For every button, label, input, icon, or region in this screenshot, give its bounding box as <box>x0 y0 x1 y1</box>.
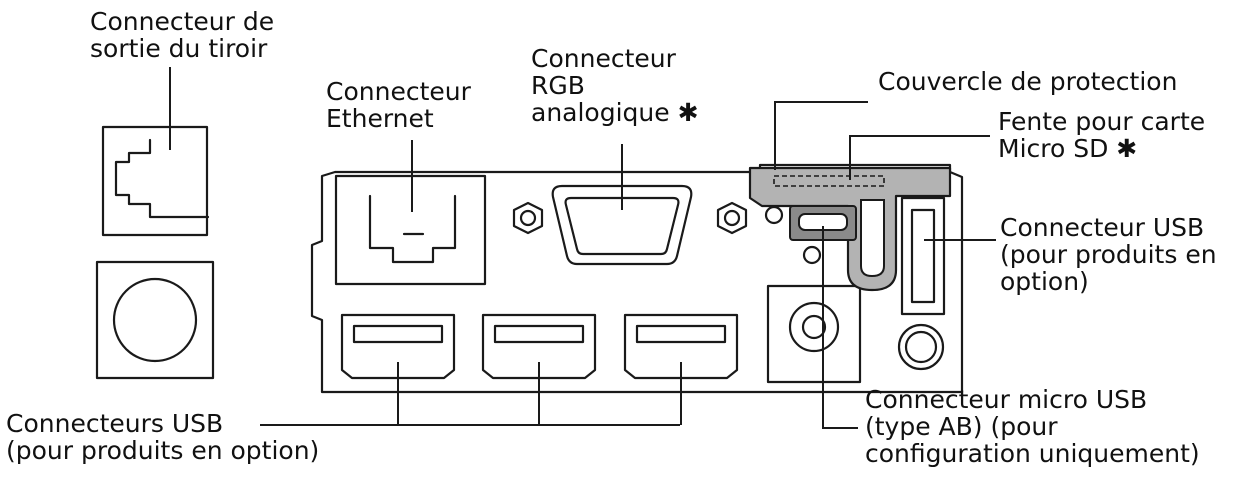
drawer-kick-connector <box>101 125 210 237</box>
label-rgb: Connecteur RGB analogique ✱ <box>531 44 699 127</box>
label-usb-bottom: Connecteurs USB (pour produits en option… <box>6 409 320 465</box>
power-button <box>95 260 215 380</box>
usb-connector-right <box>900 196 946 316</box>
label-sd-slot: Fente pour carte Micro SD ✱ <box>998 107 1206 163</box>
usb-connector-2 <box>481 313 597 380</box>
leader-sd <box>849 135 990 180</box>
micro-sd-slot <box>773 175 885 187</box>
label-ethernet: Connecteur Ethernet <box>326 77 471 133</box>
usb-connector-1 <box>340 313 456 380</box>
label-usb-right: Connecteur USB (pour produits en option) <box>1000 213 1217 296</box>
leader-cover <box>774 101 868 170</box>
round-connector <box>897 323 945 371</box>
label-cover: Couvercle de protection <box>878 67 1178 96</box>
leader-lines <box>169 67 996 429</box>
label-micro-usb: Connecteur micro USB (type AB) (pour con… <box>865 385 1200 468</box>
dc-jack <box>766 284 862 384</box>
ethernet-connector <box>334 174 487 286</box>
usb-connector-3 <box>623 313 739 380</box>
led-top <box>764 205 784 225</box>
led-bottom <box>802 245 822 265</box>
label-drawer-kick: Connecteur de sortie du tiroir <box>90 7 275 63</box>
micro-usb-connector <box>789 205 857 241</box>
rgb-connector <box>512 184 748 266</box>
leader-micro-usb <box>822 226 858 429</box>
